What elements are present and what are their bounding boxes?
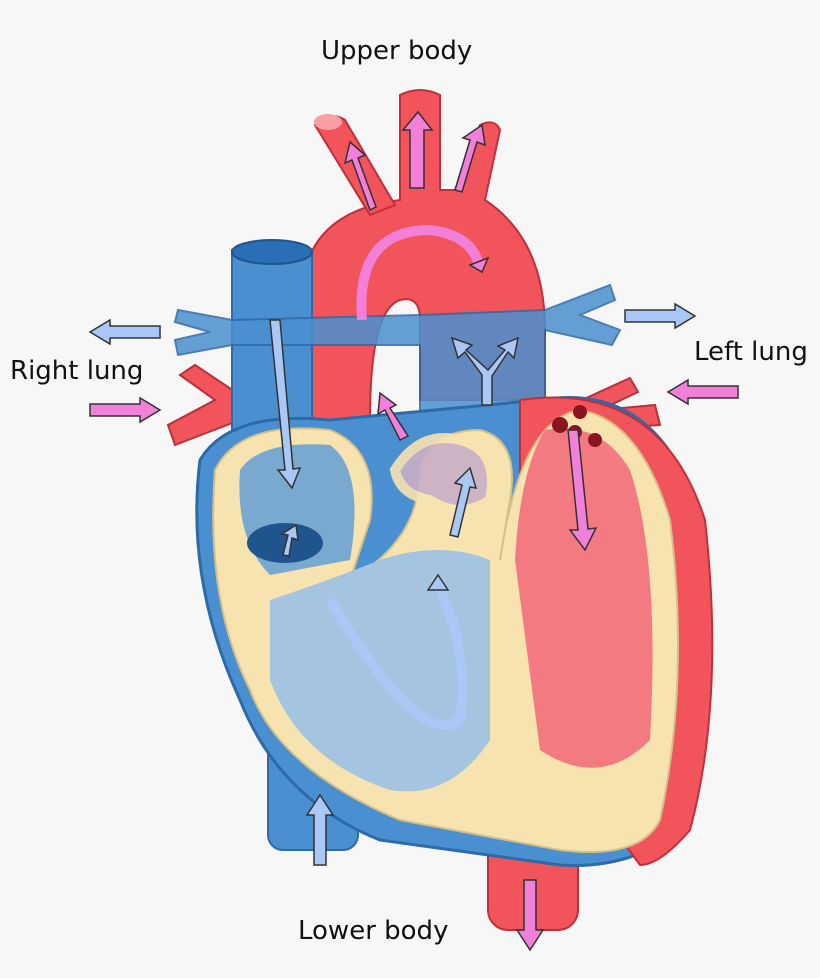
arrow-to-left-lung	[624, 302, 697, 330]
arrow-tricuspid	[279, 523, 299, 557]
arrow-to-right-lung	[88, 318, 161, 346]
arrow-vena-cava-down	[269, 319, 302, 490]
label-upper-body: Upper body	[321, 36, 473, 66]
arrow-upper-body-center	[401, 110, 434, 189]
label-lower-body: Lower body	[298, 916, 449, 946]
arrow-to-lower-body	[515, 879, 545, 952]
right-pulmonary-veins	[166, 363, 241, 447]
arrow-aortic-arch	[356, 224, 483, 321]
arrow-pulmonary-split	[450, 336, 520, 406]
arrow-right-ventricle-up	[449, 466, 478, 538]
arrow-upper-body-left	[343, 140, 377, 212]
arrow-from-lower-body	[305, 793, 335, 866]
arrow-mitral	[567, 429, 598, 552]
arrow-from-left-lung	[666, 378, 739, 406]
label-left-lung: Left lung	[694, 337, 808, 367]
arrow-upper-body-right	[454, 123, 486, 193]
arrow-right-ventricle-loop	[325, 582, 468, 730]
tricuspid-opening	[247, 523, 323, 563]
superior-vena-cava	[231, 239, 313, 451]
arrow-from-right-lung	[89, 396, 162, 424]
arrow-to-aorta	[377, 391, 410, 442]
pulmonary-artery	[173, 283, 622, 421]
label-right-lung: Right lung	[10, 356, 144, 386]
flow-arrows	[88, 110, 739, 952]
